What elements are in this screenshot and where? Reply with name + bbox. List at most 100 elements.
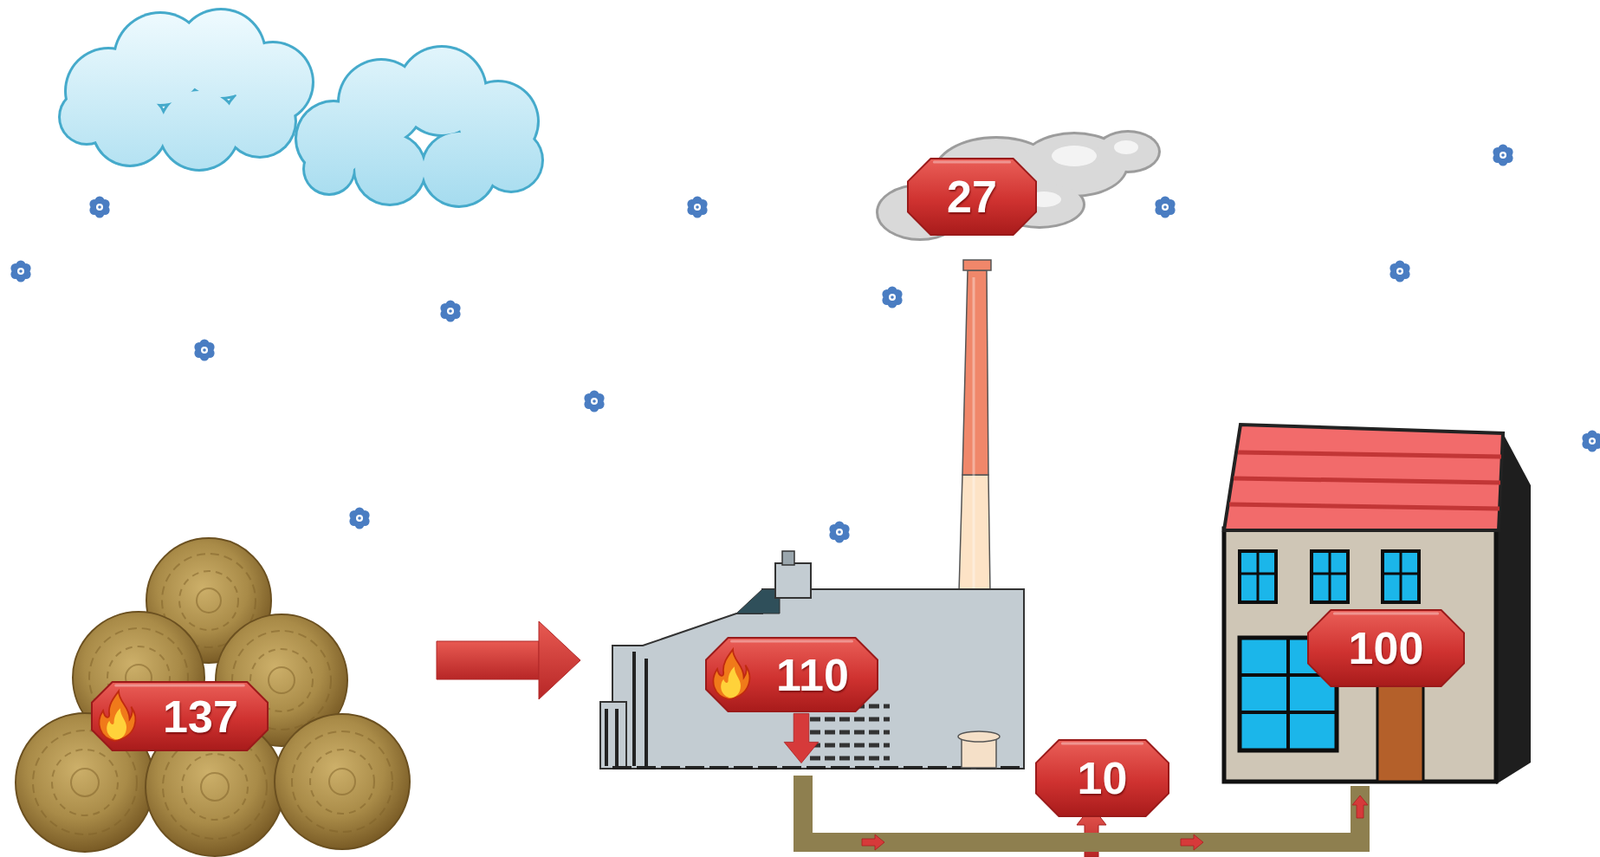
badge-octagon <box>907 158 1037 235</box>
straw-bale <box>291 731 393 832</box>
arrow-head <box>1352 795 1368 818</box>
factory-windows <box>809 706 890 758</box>
factory-stripes <box>615 708 619 766</box>
roof-stripes <box>1229 452 1502 509</box>
smoke <box>878 132 1159 239</box>
factory-stack-cap <box>958 731 1000 742</box>
network-loss-box: 10 <box>1036 739 1169 817</box>
snowflake <box>10 260 31 283</box>
chimney-highlight <box>972 277 976 590</box>
cloud <box>294 45 545 208</box>
flame-icon <box>713 649 751 700</box>
snowflake <box>89 196 110 219</box>
straw-bale <box>274 713 410 849</box>
house-windows <box>1328 550 1332 603</box>
factory-wing <box>600 701 627 769</box>
flame-outer <box>99 691 137 742</box>
badge-gloss <box>1062 742 1142 745</box>
straw-bale <box>268 667 295 694</box>
smoke <box>875 129 1161 241</box>
cloud <box>160 90 239 169</box>
snowflake <box>881 286 902 309</box>
factory-stripes <box>604 708 609 766</box>
badge-octagon <box>91 681 268 751</box>
house-windows <box>1286 637 1290 751</box>
chimney-cap <box>963 259 992 271</box>
factory-windows <box>809 756 890 761</box>
snowflake <box>440 300 460 323</box>
straw-bale <box>200 772 229 801</box>
cloud <box>58 7 315 172</box>
cloud <box>60 10 312 169</box>
smoke <box>1114 140 1139 155</box>
snowflake <box>349 507 370 530</box>
house <box>1224 424 1531 784</box>
flame-icon <box>99 691 137 742</box>
factory-building <box>612 589 1024 769</box>
smoke <box>1026 140 1139 208</box>
house-windows <box>1239 550 1277 603</box>
badge-octagon <box>706 637 878 712</box>
straw-bale <box>310 749 375 814</box>
snowflake <box>194 339 214 362</box>
house-roof <box>1224 424 1503 531</box>
straw-bale <box>329 768 356 795</box>
smoke <box>1097 132 1159 171</box>
factory-stripes <box>632 651 636 766</box>
value-number: 27 <box>946 174 998 220</box>
factory-tower <box>775 563 811 598</box>
flue-loss-box: 27 <box>877 132 1159 240</box>
flow-mark <box>1180 834 1204 850</box>
fuel-stock: 137 <box>21 541 437 854</box>
consumer-box: 100 <box>1219 423 1531 786</box>
flow-mark <box>861 834 885 850</box>
power-plant <box>600 259 1024 769</box>
cloud <box>355 134 425 204</box>
cloud <box>60 90 113 143</box>
factory-skylight <box>736 589 780 614</box>
smoke <box>875 129 1161 241</box>
cloud <box>297 47 542 206</box>
badge-octagon <box>1036 739 1169 817</box>
straw-bale <box>51 749 118 816</box>
snowflake <box>686 196 707 219</box>
straw-bales <box>15 537 410 856</box>
roof-stripes <box>1237 452 1502 457</box>
flow-arrow <box>436 621 581 700</box>
snowflake <box>583 390 604 413</box>
factory-stripes <box>606 651 647 766</box>
roof-stripes <box>1229 504 1500 509</box>
factory-windows <box>809 717 890 722</box>
cloud <box>422 132 496 206</box>
snowflake <box>1581 430 1600 453</box>
value-badge: 137 <box>91 681 268 751</box>
straw-bale <box>71 768 99 797</box>
cloud <box>304 144 354 194</box>
value-number: 10 <box>1077 755 1128 801</box>
value-badge: 10 <box>1036 739 1169 817</box>
flow-mark <box>783 712 819 763</box>
badge-gloss <box>933 161 1010 164</box>
house-windows <box>1399 550 1403 603</box>
value-badge: 100 <box>1308 609 1464 687</box>
arrow-head <box>538 621 581 700</box>
value-number: 100 <box>1348 625 1425 671</box>
straw-bale <box>181 753 248 820</box>
snowflake <box>829 521 849 544</box>
factory-stripes <box>644 658 648 766</box>
house-windows <box>1239 572 1277 576</box>
factory-windows <box>809 743 890 748</box>
value-badge: 27 <box>907 158 1037 235</box>
house-windows <box>1256 550 1260 603</box>
badge-gloss <box>1334 612 1438 616</box>
value-number: 110 <box>734 652 849 698</box>
straw-bale <box>274 713 410 849</box>
power-plant-box: 110 <box>580 558 1026 776</box>
badge-gloss <box>116 684 245 687</box>
house-windows <box>1382 550 1419 603</box>
cloud <box>294 45 545 208</box>
factory-windows <box>809 730 890 735</box>
straw-bale <box>179 570 239 630</box>
value-badge: 110 <box>706 637 878 712</box>
